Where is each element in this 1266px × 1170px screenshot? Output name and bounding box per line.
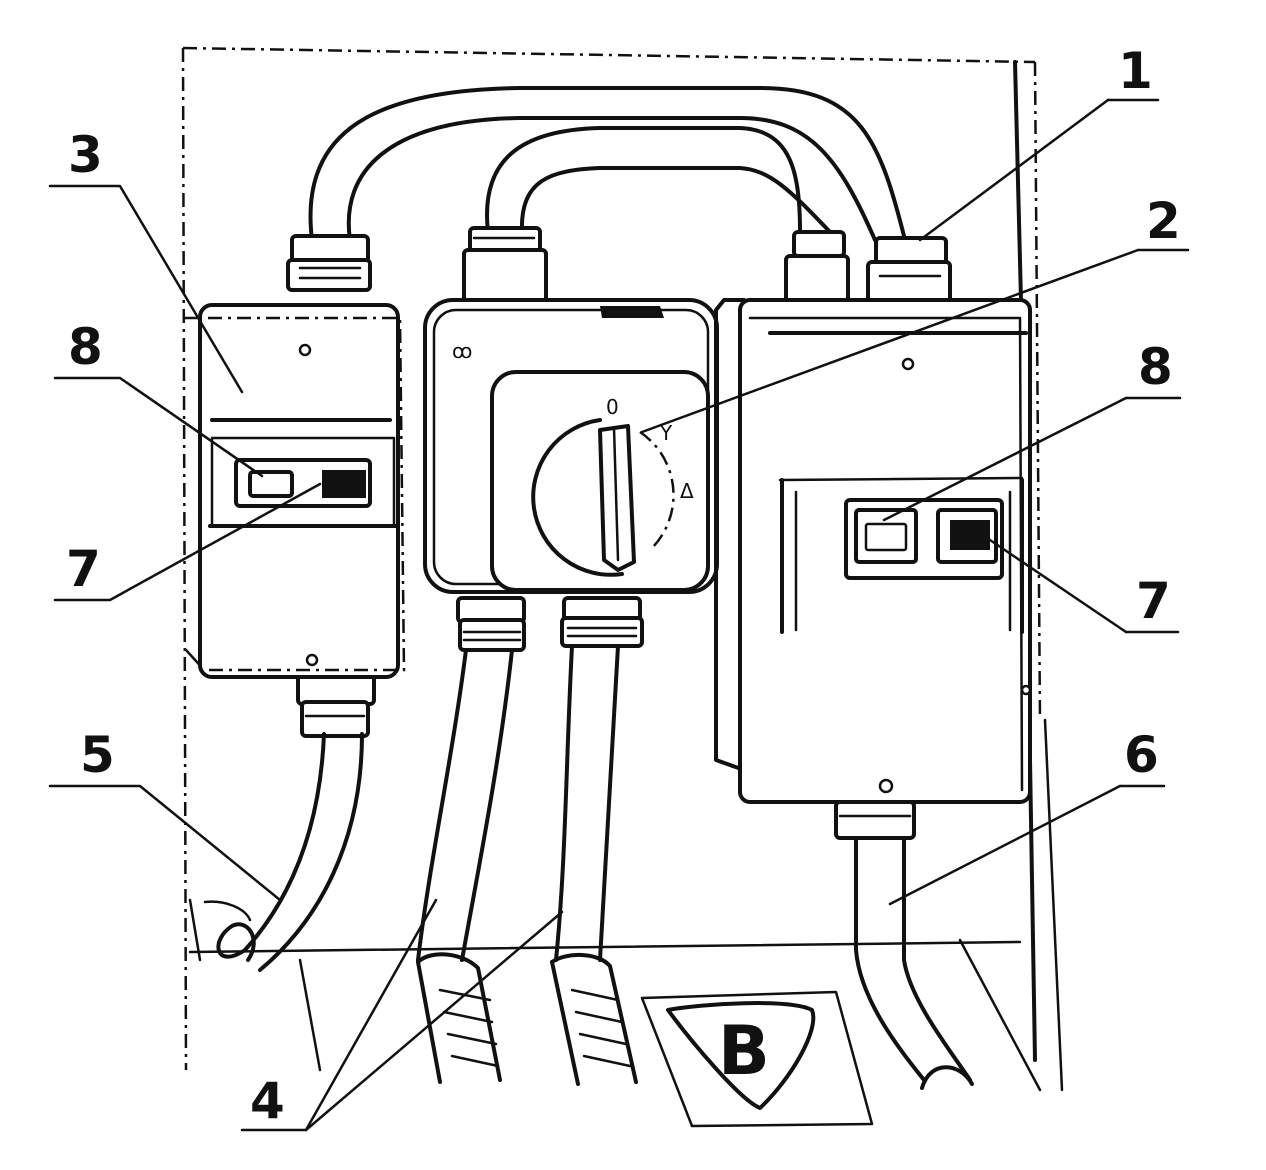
rotary-switch-box: ꝏ 0 Y Δ xyxy=(423,298,719,594)
callout-2: 2 xyxy=(1146,192,1181,250)
callout-5: 5 xyxy=(80,726,115,784)
callout-1: 1 xyxy=(1118,42,1153,100)
switch-mark-delta: Δ xyxy=(680,479,694,503)
switch-mark-star: Y xyxy=(659,421,673,445)
callout-4: 4 xyxy=(250,1072,285,1130)
callout-lines xyxy=(48,98,1190,1132)
callout-7-left: 7 xyxy=(66,540,101,598)
callout-8-right: 8 xyxy=(1138,338,1173,396)
switch-mark-zero: 0 xyxy=(606,395,619,419)
top-cables xyxy=(308,86,907,242)
lower-cables xyxy=(203,644,974,1090)
right-starter-box xyxy=(714,298,1032,804)
floor-sign-letter: B xyxy=(718,1012,770,1091)
callout-3: 3 xyxy=(68,126,103,184)
left-starter-box xyxy=(183,303,406,679)
floor-sign-b: B xyxy=(640,990,874,1128)
callout-8-left: 8 xyxy=(68,318,103,376)
callout-labels: 1 2 3 4 5 6 7 7 8 8 xyxy=(66,42,1181,1130)
callout-7-right: 7 xyxy=(1136,572,1171,630)
callout-6: 6 xyxy=(1124,726,1159,784)
svg-text:ꝏ: ꝏ xyxy=(452,339,472,363)
